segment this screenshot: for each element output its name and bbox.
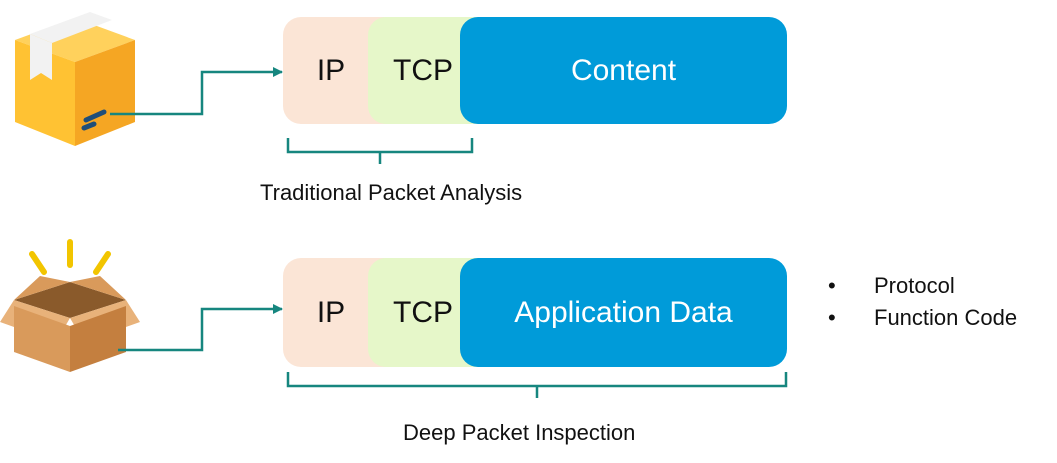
caption-deep: Deep Packet Inspection: [403, 420, 636, 445]
content-segment: Content: [460, 17, 787, 124]
caption-traditional: Traditional Packet Analysis: [260, 180, 523, 205]
dpi-fields-list: • Protocol • Function Code: [828, 270, 1017, 334]
tcp-label-bottom: TCP: [393, 295, 453, 329]
arrow-to-packet-top: [110, 67, 283, 116]
brace-deep: [286, 372, 788, 398]
brace-traditional: [286, 138, 474, 164]
bullet-protocol: Protocol: [874, 273, 955, 298]
arrow-to-packet-bottom: [118, 304, 283, 352]
content-label: Content: [570, 53, 677, 87]
ip-label-top: IP: [316, 53, 346, 87]
ip-label-bottom: IP: [316, 295, 346, 329]
bullet-symbol: •: [828, 273, 836, 298]
closed-package-icon: [15, 12, 135, 146]
list-item: • Function Code: [828, 302, 1017, 334]
application-data-segment: Application Data: [460, 258, 787, 367]
bullet-function-code: Function Code: [874, 305, 1018, 330]
bullet-symbol: •: [828, 305, 836, 330]
application-data-label: Application Data: [514, 295, 733, 329]
list-item: • Protocol: [828, 270, 1017, 302]
open-package-icon: [0, 239, 140, 372]
tcp-label-top: TCP: [393, 53, 453, 87]
